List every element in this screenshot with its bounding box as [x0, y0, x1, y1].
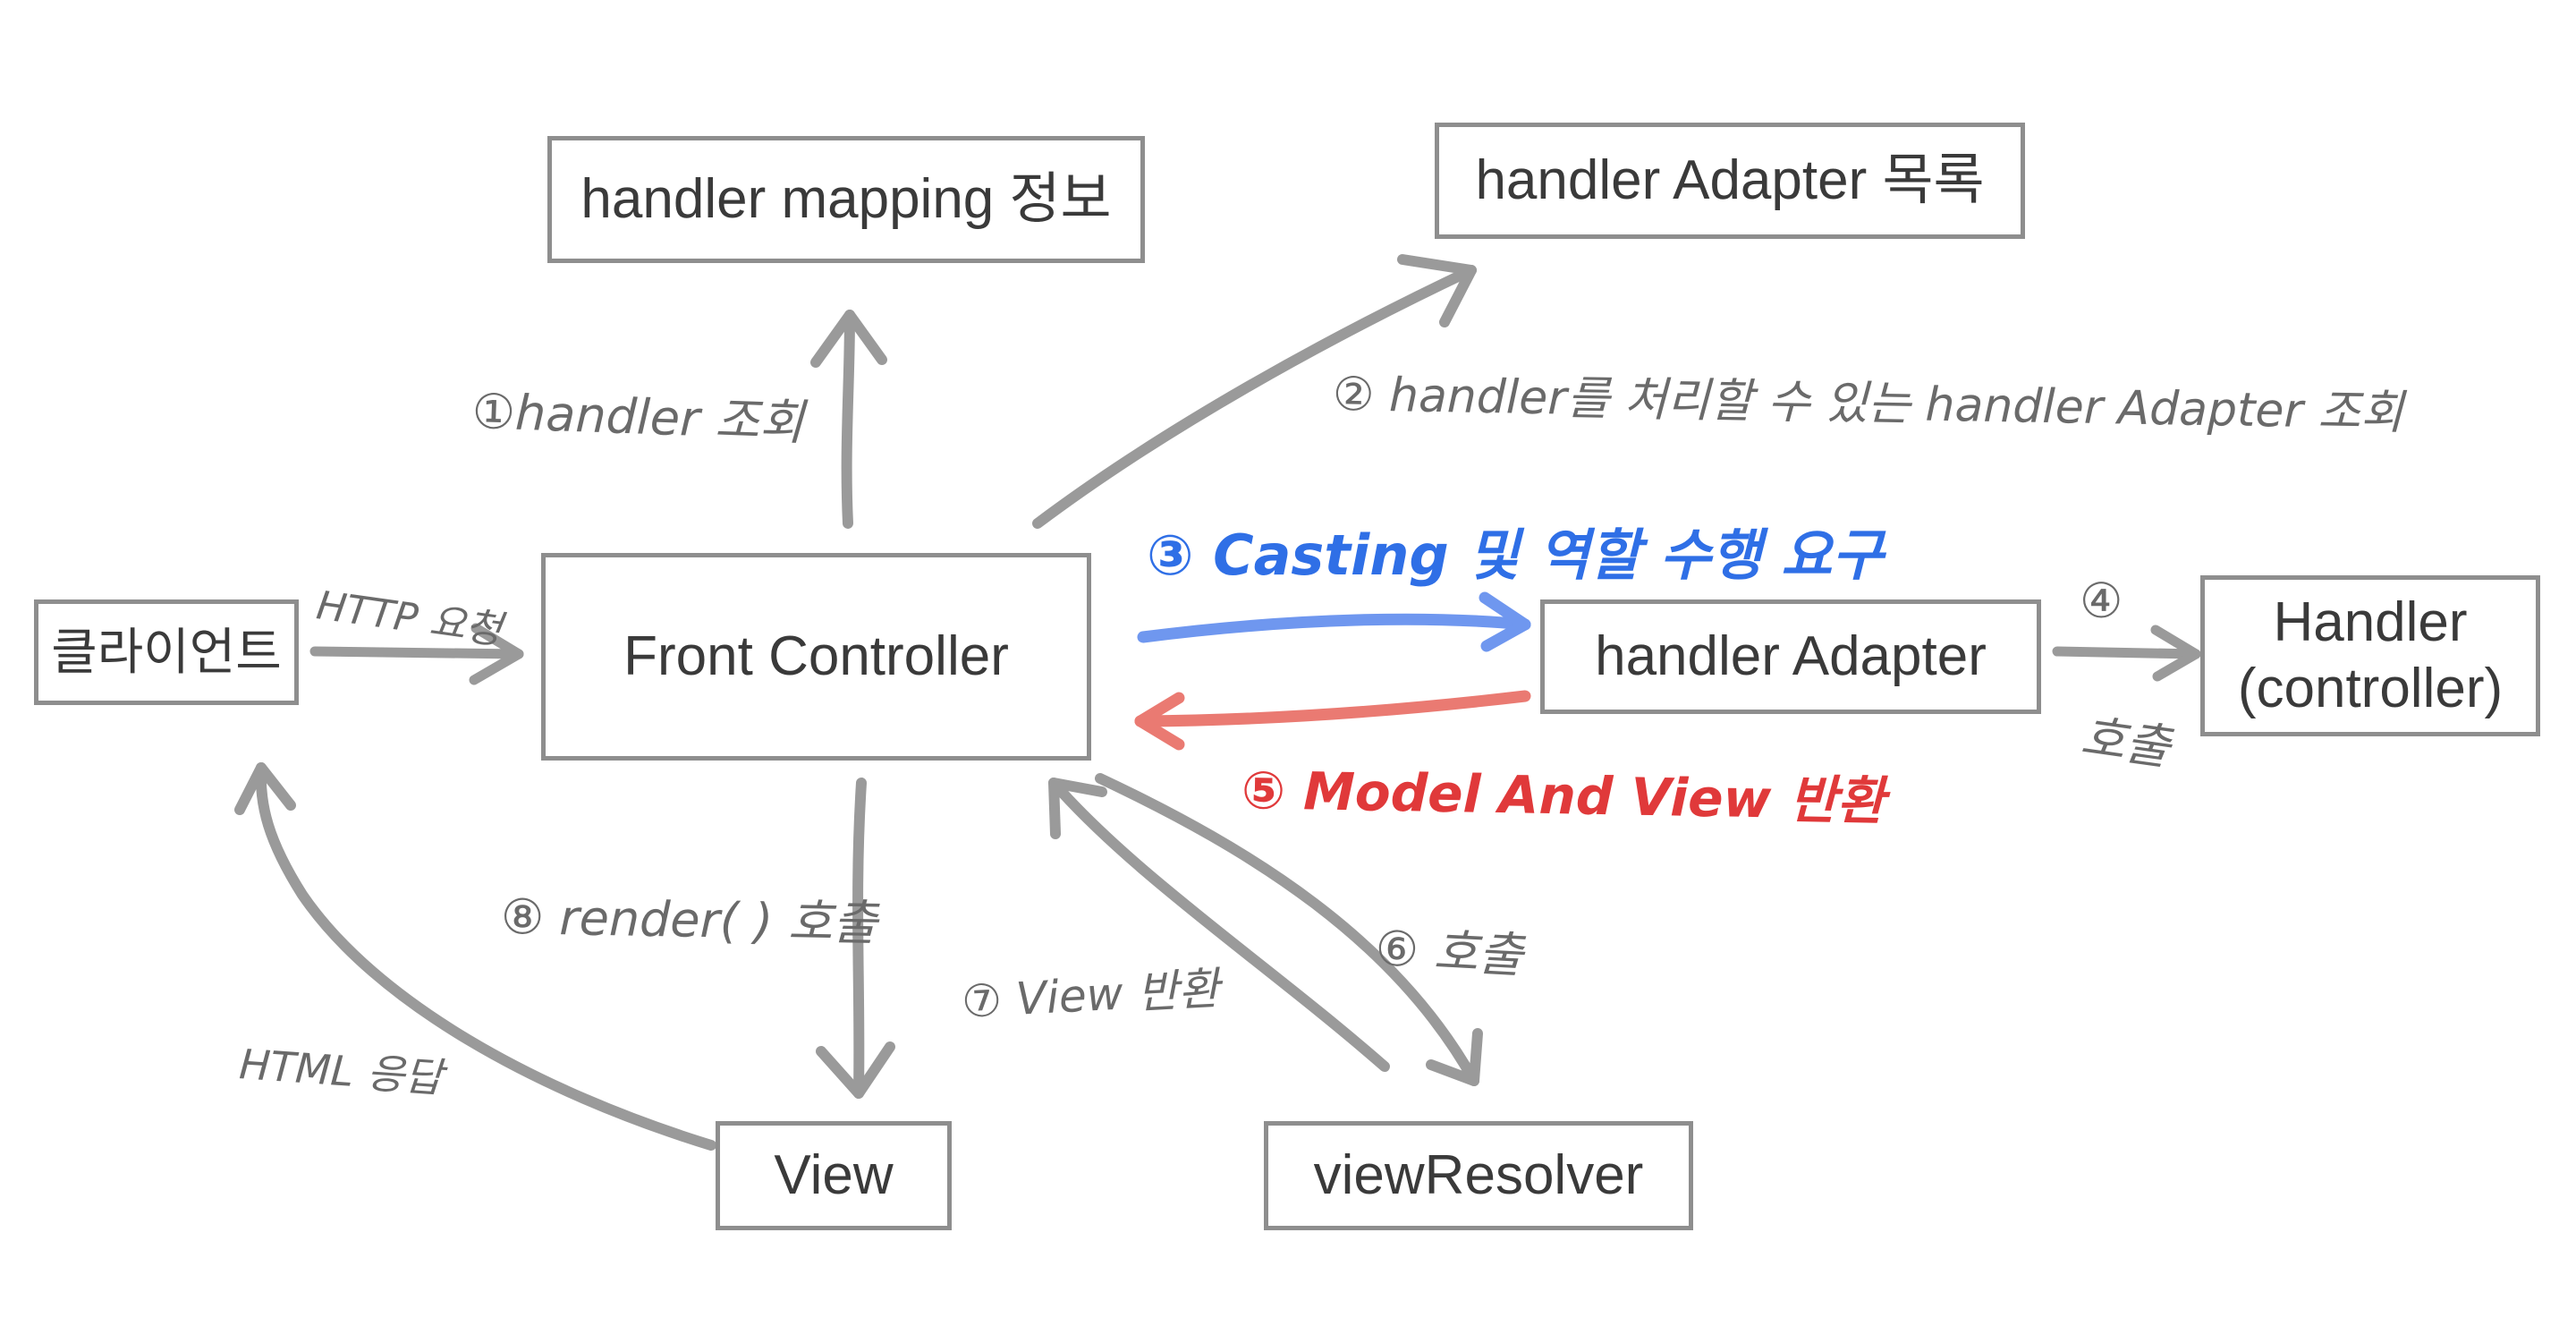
step7-label: ⑦ View 반환: [960, 962, 1221, 1028]
handler-adapter-box: handler Adapter: [1540, 599, 2041, 714]
client-label: 클라이언트: [51, 624, 282, 681]
arrow-model-and-view: [1134, 690, 1531, 751]
arrow-adapter-lookup: [1032, 254, 1477, 529]
view-resolver-label: viewResolver: [1313, 1143, 1644, 1206]
view-box: View: [716, 1121, 952, 1230]
handler-mapping-box: handler mapping 정보: [547, 136, 1145, 263]
client-box: 클라이언트: [34, 599, 299, 705]
arrow-call-handler: [2052, 625, 2201, 682]
handler-sub-label: (controller): [2237, 658, 2504, 719]
front-controller-box: Front Controller: [541, 553, 1091, 761]
arrow-return-view: [1048, 778, 1390, 1072]
handler-box: Handler (controller): [2200, 575, 2540, 736]
arrow-handler-lookup: [810, 310, 887, 529]
handler-mapping-label: handler mapping 정보: [580, 167, 1112, 230]
handler-adapter-list-box: handler Adapter 목록: [1435, 123, 2025, 239]
step4-label: 호출: [2077, 708, 2174, 777]
arrow-casting: [1137, 591, 1531, 652]
front-controller-label: Front Controller: [623, 625, 1009, 687]
arrow-http-request: [309, 623, 524, 685]
view-resolver-box: viewResolver: [1264, 1121, 1693, 1230]
step5-label: ⑤ Model And View 반환: [1241, 760, 1885, 832]
handler-adapter-label: handler Adapter: [1595, 625, 1987, 687]
step3-label: ③ Casting 및 역할 수행 요구: [1147, 523, 1884, 588]
arrow-render: [816, 778, 895, 1099]
step4-number: ④: [2080, 573, 2123, 629]
handler-label: Handler: [2273, 591, 2468, 653]
handler-adapter-list-label: handler Adapter 목록: [1475, 149, 1985, 211]
view-label: View: [774, 1143, 894, 1206]
step8-label: ⑧ render( ) 호출: [500, 888, 878, 952]
step1-label: ①handler 조회: [470, 383, 805, 451]
arrow-call-view-resolver: [1095, 773, 1483, 1086]
arrow-html-response: [234, 762, 716, 1151]
step6-label: ⑥ 호출: [1374, 920, 1525, 984]
